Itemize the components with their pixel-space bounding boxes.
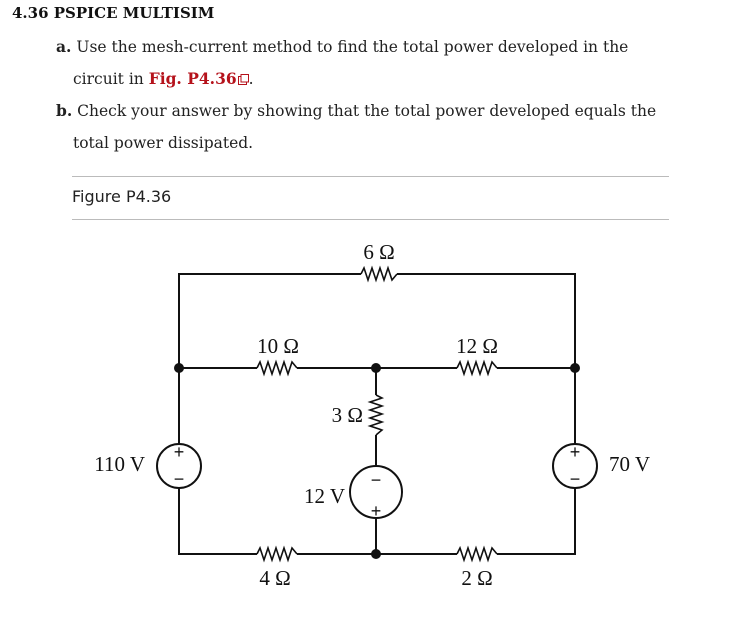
label-2-ohm: 2 Ω	[461, 566, 492, 590]
external-link-icon[interactable]	[237, 74, 249, 85]
plus-sign: +	[174, 442, 185, 462]
minus-sign: −	[174, 469, 185, 489]
label-12v: 12 V	[304, 484, 345, 508]
minus-sign: −	[371, 470, 382, 490]
resistor-6-ohm	[360, 265, 398, 283]
figure-link[interactable]: Fig. P4.36	[148, 69, 237, 88]
part-a-text-line1: Use the mesh-current method to find the …	[76, 38, 629, 56]
plus-sign: +	[570, 442, 581, 462]
label-110v: 110 V	[94, 452, 145, 476]
resistor-2-ohm	[456, 545, 498, 563]
problem-heading: 4.36 PSPICE MULTISIM	[12, 4, 215, 22]
figure-top-rule	[72, 176, 669, 177]
node-left	[174, 363, 184, 373]
label-12-ohm: 12 Ω	[456, 334, 498, 358]
part-b-text-line1: Check your answer by showing that the to…	[77, 102, 657, 120]
part-a-letter: a.	[56, 37, 72, 56]
figure-bottom-rule	[72, 219, 669, 220]
part-b-text-line2: total power dissipated.	[73, 134, 254, 152]
node-center-top	[371, 363, 381, 373]
resistor-12-ohm	[456, 359, 498, 377]
figure-caption: Figure P4.36	[72, 187, 172, 206]
label-6-ohm: 6 Ω	[363, 240, 394, 264]
minus-sign: −	[570, 469, 581, 489]
voltage-source-70v: + −	[552, 442, 598, 489]
node-center-bottom	[371, 549, 381, 559]
node-right	[570, 363, 580, 373]
part-a-text-line2-suffix: .	[248, 70, 254, 88]
resistor-10-ohm	[256, 359, 298, 377]
junction-nodes	[174, 363, 580, 559]
part-b-letter: b.	[56, 101, 73, 120]
part-b: b. Check your answer by showing that the…	[56, 95, 696, 159]
label-3-ohm: 3 Ω	[332, 403, 363, 427]
voltage-source-12v: − +	[349, 465, 403, 521]
part-a: a. Use the mesh-current method to find t…	[56, 31, 696, 95]
label-70v: 70 V	[609, 452, 650, 476]
label-4-ohm: 4 Ω	[259, 566, 290, 590]
resistor-4-ohm	[256, 545, 298, 563]
part-a-text-line2-prefix: circuit in	[73, 70, 149, 88]
resistor-3-ohm	[367, 394, 385, 436]
voltage-source-110v: + −	[156, 442, 202, 489]
plus-sign: +	[371, 501, 382, 521]
label-10-ohm: 10 Ω	[257, 334, 299, 358]
